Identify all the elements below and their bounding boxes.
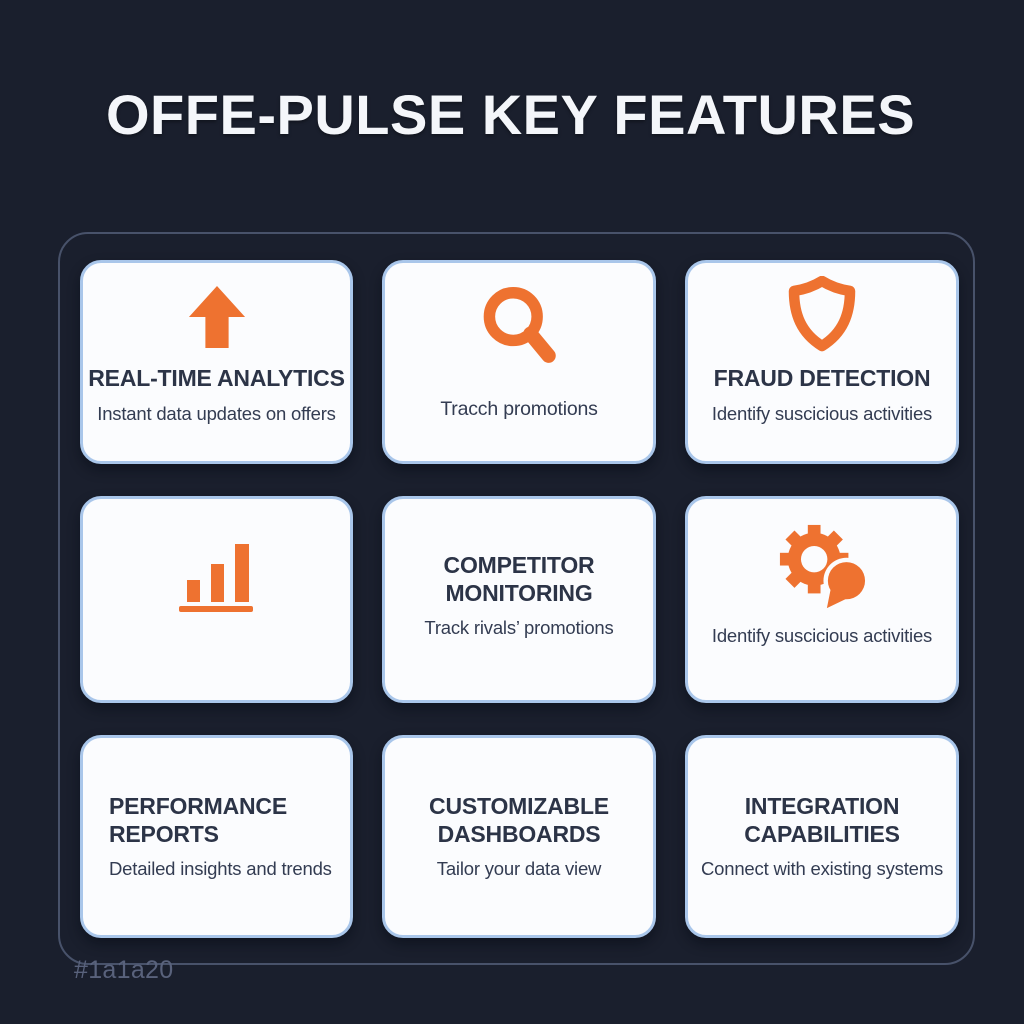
card-customizable-dashboards: CUSTOMIZABLE DASHBOARDS Tailor your data… [382,735,656,938]
page-title: OFFE-PULSE KEY FEATURES [106,83,916,146]
card-integration-capabilities: INTEGRATION CAPABILITIES Connect with ex… [685,735,959,938]
card-title: CUSTOMIZABLE DASHBOARDS [429,792,609,847]
card-track-promotions: Tracch promotions [382,260,656,464]
magnifier-icon [477,283,561,375]
card-description: Instant data updates on offers [97,402,336,424]
card-title: PERFORMANCE REPORTS [109,792,287,847]
features-grid: REAL-TIME ANALYTICS Instant data updates… [80,260,959,938]
card-fraud-detection: FRAUD DETECTION Identify suscicious acti… [685,260,959,464]
gear-chat-icon [771,522,873,613]
card-title: REAL-TIME ANALYTICS [88,365,345,392]
card-description: Connect with existing systems [701,858,943,880]
card-description: Tailor your data view [436,858,602,880]
card-real-time-analytics: REAL-TIME ANALYTICS Instant data updates… [80,260,353,464]
bar-chart-icon [177,538,257,612]
card-title: FRAUD DETECTION [713,365,931,392]
shield-icon [786,276,858,352]
card-description: Track rivals’ promotions [424,617,614,639]
card-description: Detailed insights and trends [109,858,332,880]
card-title: COMPETITOR MONITORING [443,551,595,606]
card-description: Identify suscicious activities [711,402,933,424]
card-description: Identify suscicious activities [711,625,933,647]
card-bar-chart [80,496,353,703]
card-title: INTEGRATION CAPABILITIES [744,792,900,847]
card-competitor-monitoring: COMPETITOR MONITORING Track rivals’ prom… [382,496,656,703]
background-hex-label: #1a1a20 [74,956,174,984]
card-identify-activities: Identify suscicious activities [685,496,959,703]
arrow-up-icon [187,286,247,349]
card-description: Tracch promotions [440,398,598,421]
features-frame: REAL-TIME ANALYTICS Instant data updates… [58,232,975,965]
card-performance-reports: PERFORMANCE REPORTS Detailed insights an… [80,735,353,938]
